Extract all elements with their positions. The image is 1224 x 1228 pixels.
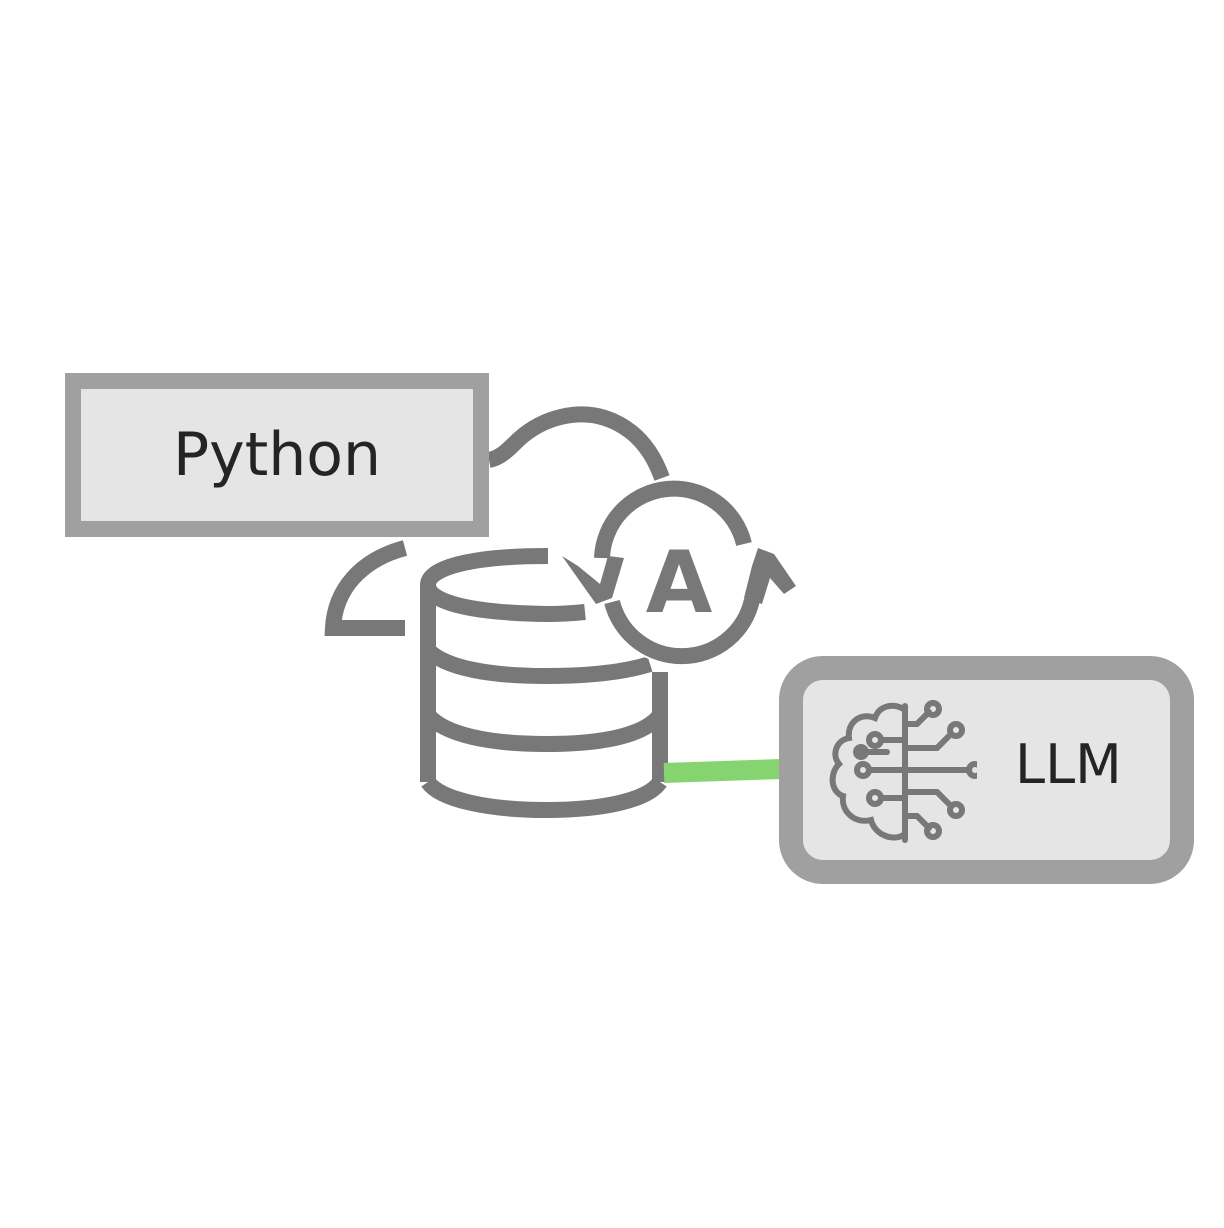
cloud-icon	[324, 406, 670, 636]
python-node: Python	[65, 373, 489, 537]
connector-line	[663, 759, 783, 783]
automation-badge-letter: A	[646, 533, 713, 633]
llm-label: LLM	[1015, 733, 1122, 796]
python-label: Python	[173, 420, 381, 490]
database-icon	[419, 548, 668, 819]
llm-node: LLM	[779, 656, 1194, 884]
automation-cycle-icon: A	[562, 480, 796, 665]
ai-brain-icon	[829, 700, 977, 843]
